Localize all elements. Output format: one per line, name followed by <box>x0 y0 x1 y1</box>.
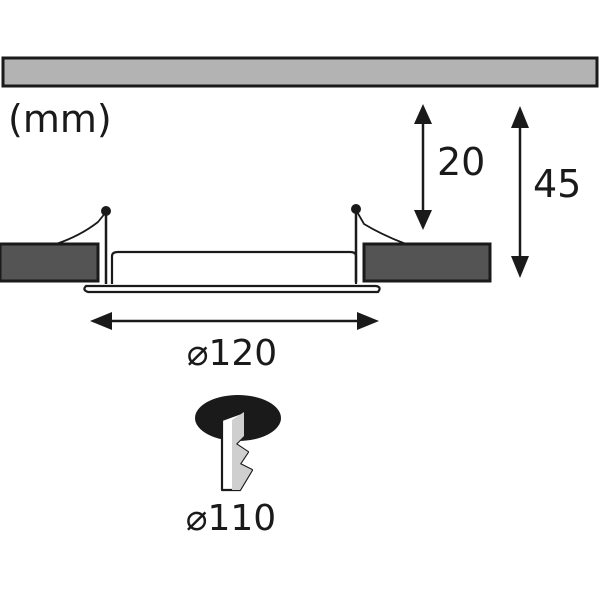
ceiling-plate-top <box>1 56 599 88</box>
units-label: (mm) <box>8 97 112 141</box>
total-height-arrow <box>511 106 529 278</box>
recessed-light-fixture <box>55 209 407 294</box>
recess-depth-label: 20 <box>437 140 485 184</box>
recess-depth-arrow <box>414 104 432 230</box>
fixture-body <box>110 250 358 284</box>
outer-diameter-arrow <box>90 312 379 330</box>
spring-clip-pivot-right <box>351 204 361 214</box>
fixture-bezel <box>83 284 381 294</box>
total-height-label: 45 <box>533 162 581 206</box>
ceiling-section-right <box>362 242 492 283</box>
outer-diameter-label: ⌀120 <box>187 333 277 374</box>
cutout-diameter-label: ⌀110 <box>186 498 276 539</box>
drill-cutout-icon <box>195 395 281 492</box>
ceiling-section-left <box>0 242 100 283</box>
spring-clip-pivot-left <box>101 206 111 216</box>
